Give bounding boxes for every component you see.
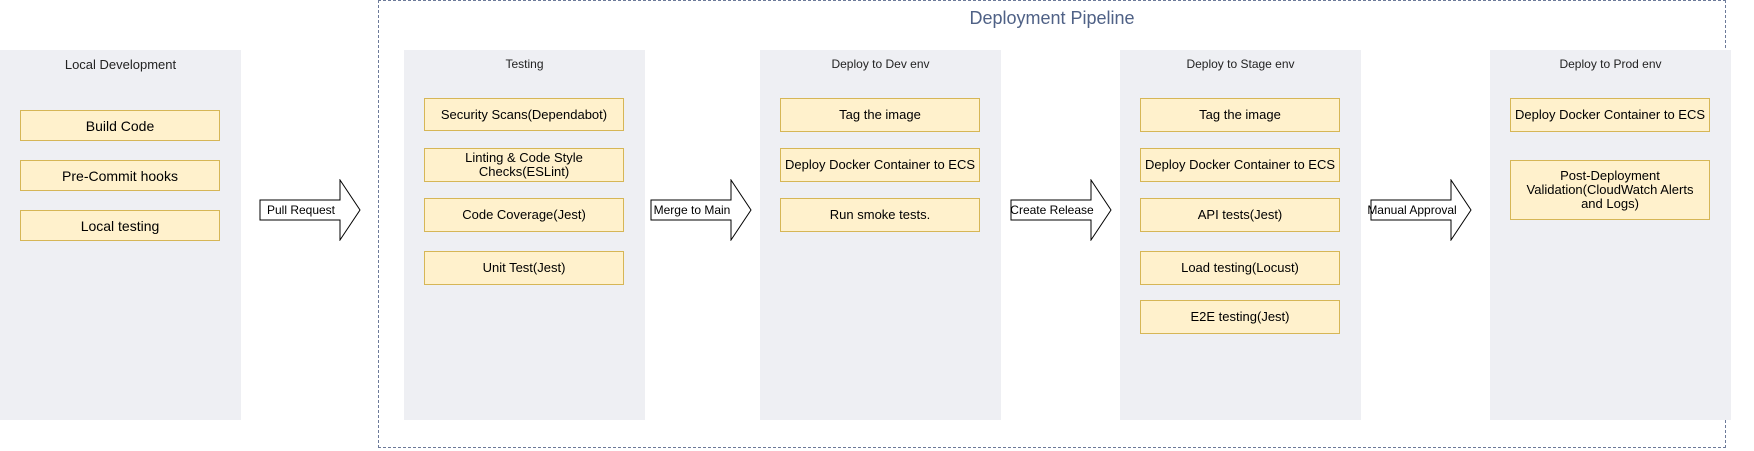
task-build-code: Build Code: [20, 110, 220, 141]
task-tag-image: Tag the image: [1140, 98, 1340, 132]
task-deploy-docker: Deploy Docker Container to ECS: [1510, 98, 1710, 132]
arrow-shape: [1370, 179, 1472, 241]
arrow-label: Merge to Main: [653, 203, 731, 217]
stage-title: Deploy to Stage env: [1186, 57, 1295, 71]
task-tag-image: Tag the image: [780, 98, 980, 132]
stage-title: Local Development: [64, 57, 177, 72]
task-e2e-testing: E2E testing(Jest): [1140, 300, 1340, 334]
stage-title: Deploy to Dev env: [831, 57, 930, 71]
task-pre-commit-hooks: Pre-Commit hooks: [20, 160, 220, 191]
task-smoke-tests: Run smoke tests.: [780, 198, 980, 232]
task-deploy-docker: Deploy Docker Container to ECS: [780, 148, 980, 182]
arrow-create-release: Create Release: [1010, 179, 1112, 241]
arrow-shape: [259, 179, 361, 241]
task-linting: Linting & Code Style Checks(ESLint): [424, 148, 624, 182]
task-load-testing: Load testing(Locust): [1140, 251, 1340, 285]
pipeline-title: Deployment Pipeline: [969, 8, 1135, 28]
arrow-label: Create Release: [1010, 203, 1094, 217]
stage-deploy-stage: Deploy to Stage env Tag the image Deploy…: [1120, 50, 1361, 420]
arrow-shape: [1010, 179, 1112, 241]
arrow-manual-approval: Manual Approval: [1367, 179, 1472, 241]
arrow-label: Manual Approval: [1367, 203, 1457, 217]
arrow-label: Pull Request: [266, 203, 336, 217]
task-security-scans: Security Scans(Dependabot): [424, 98, 624, 131]
stage-deploy-prod: Deploy to Prod env Deploy Docker Contain…: [1490, 50, 1731, 420]
stage-deploy-dev: Deploy to Dev env Tag the image Deploy D…: [760, 50, 1001, 420]
arrow-shape: [650, 179, 752, 241]
task-code-coverage: Code Coverage(Jest): [424, 198, 624, 232]
task-deploy-docker: Deploy Docker Container to ECS: [1140, 148, 1340, 182]
stage-title: Testing: [505, 57, 544, 71]
stage-title: Deploy to Prod env: [1559, 57, 1662, 71]
task-api-tests: API tests(Jest): [1140, 198, 1340, 232]
arrow-pull-request: Pull Request: [259, 179, 361, 241]
stage-local-development: Local Development Build Code Pre-Commit …: [0, 50, 241, 420]
task-local-testing: Local testing: [20, 210, 220, 241]
stage-testing: Testing Security Scans(Dependabot) Linti…: [404, 50, 645, 420]
task-unit-test: Unit Test(Jest): [424, 251, 624, 285]
arrow-merge-to-main: Merge to Main: [650, 179, 752, 241]
task-post-deployment-validation: Post-Deployment Validation(CloudWatch Al…: [1510, 160, 1710, 220]
